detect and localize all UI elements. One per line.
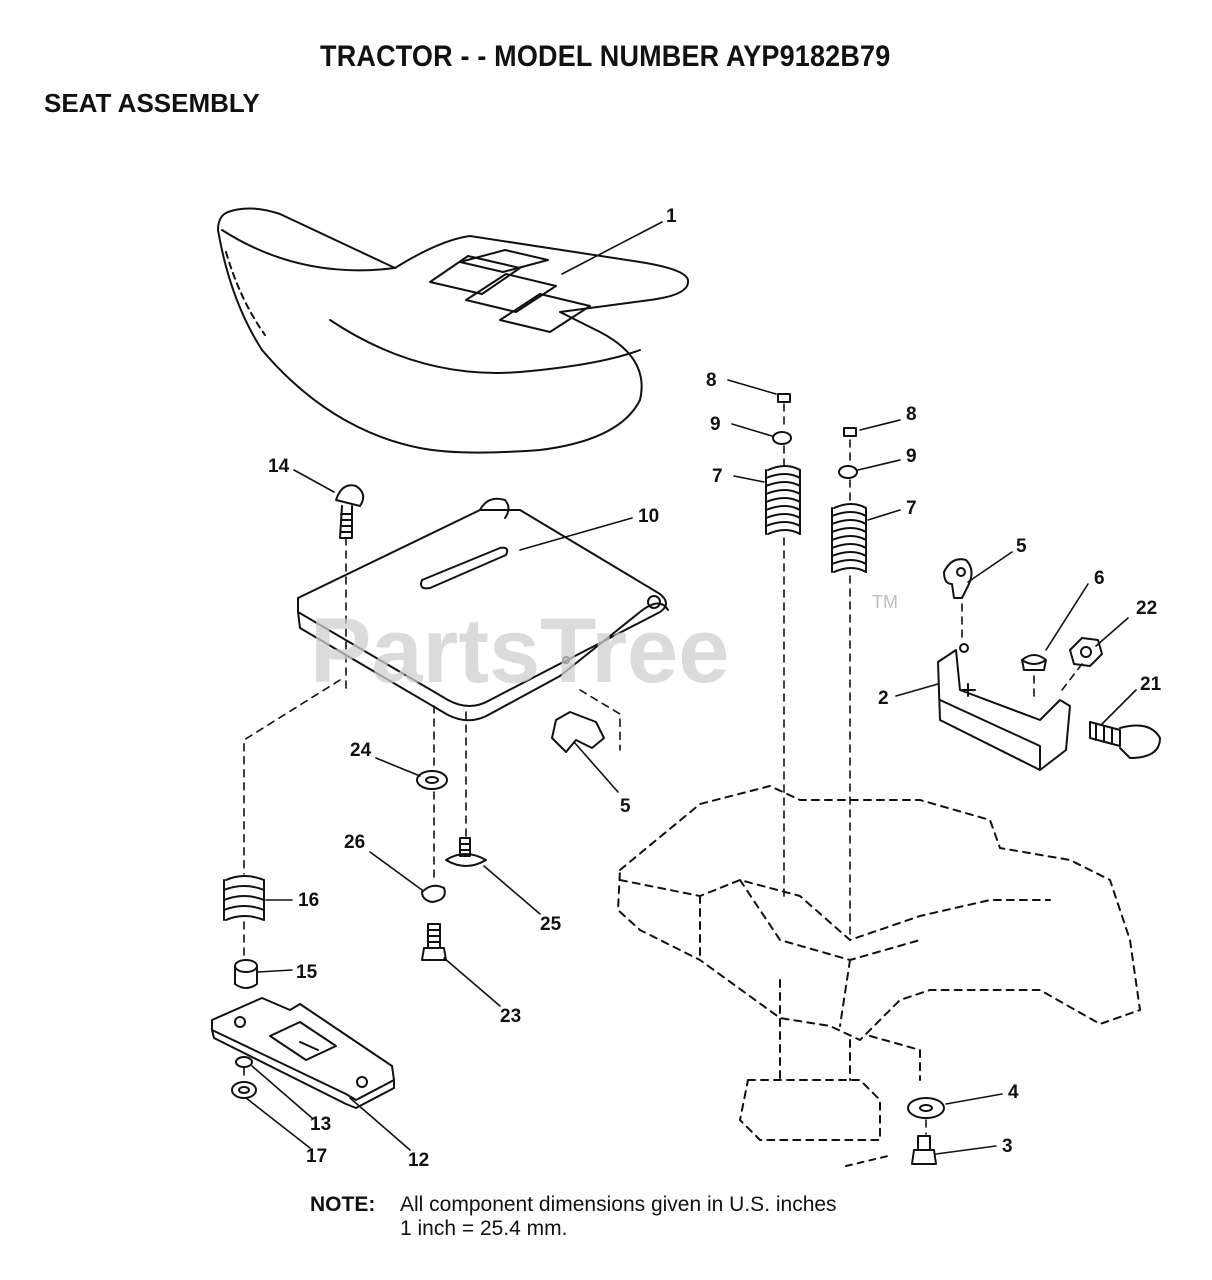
callout-5a: 5 xyxy=(1016,536,1027,557)
callout-22: 22 xyxy=(1136,598,1157,619)
callout-9b: 9 xyxy=(906,446,917,467)
callout-12: 12 xyxy=(408,1150,429,1171)
hex-nut-22 xyxy=(1069,637,1103,667)
seat-bracket-part xyxy=(937,643,1071,771)
callout-2: 2 xyxy=(878,688,889,709)
callout-16: 16 xyxy=(298,890,319,911)
washer-24 xyxy=(416,770,448,790)
callout-7a: 7 xyxy=(712,466,723,487)
washer-9-left xyxy=(772,431,792,445)
lockwasher-26 xyxy=(421,884,446,903)
washer-9-right xyxy=(838,465,858,479)
callout-1: 1 xyxy=(666,206,677,227)
section-title: SEAT ASSEMBLY xyxy=(44,88,260,118)
washer-4 xyxy=(907,1097,945,1119)
latch-part-lower xyxy=(551,711,605,753)
spring-16 xyxy=(223,875,265,921)
watermark-text: PartsTree xyxy=(310,600,729,702)
knob-bolt-21 xyxy=(1089,721,1161,759)
callout-6: 6 xyxy=(1094,568,1105,589)
callout-8b: 8 xyxy=(906,404,917,425)
carriage-bolt-part xyxy=(335,484,365,539)
callout-9a: 9 xyxy=(710,414,721,435)
callout-7b: 7 xyxy=(906,498,917,519)
callout-17: 17 xyxy=(306,1146,327,1167)
callout-3: 3 xyxy=(1002,1136,1013,1157)
callout-4: 4 xyxy=(1008,1082,1019,1103)
note-line-2: 1 inch = 25.4 mm. xyxy=(400,1217,568,1240)
screw-3 xyxy=(911,1135,937,1165)
screw-8-left xyxy=(777,393,791,403)
spring-right-part xyxy=(831,503,867,573)
flange-nut-17 xyxy=(231,1081,257,1099)
lock-nut-13 xyxy=(235,1056,253,1068)
note-label: NOTE: xyxy=(310,1193,376,1216)
callout-25: 25 xyxy=(540,914,562,935)
callout-21: 21 xyxy=(1140,674,1162,695)
seat-pan-part xyxy=(297,497,669,722)
mounting-plate-12 xyxy=(211,997,395,1109)
screw-8-right xyxy=(843,427,857,437)
hex-bolt-6 xyxy=(1021,654,1047,671)
callout-14: 14 xyxy=(268,456,290,477)
callout-15: 15 xyxy=(296,962,318,983)
callout-24: 24 xyxy=(350,740,372,761)
spring-left-part xyxy=(765,465,801,535)
latch-part-upper xyxy=(943,558,973,599)
seat-part xyxy=(217,207,689,454)
callout-23: 23 xyxy=(500,1006,521,1027)
hex-bolt-23 xyxy=(421,923,447,961)
tractor-frame-dashed xyxy=(617,785,1141,1141)
callout-5b: 5 xyxy=(620,796,631,817)
callout-26: 26 xyxy=(344,832,365,853)
callout-13: 13 xyxy=(310,1114,331,1135)
page-title: TRACTOR - - MODEL NUMBER AYP9182B79 xyxy=(320,40,891,73)
spacer-15 xyxy=(234,959,258,989)
watermark-tm: TM xyxy=(872,592,898,612)
callout-labels: 1 8 8 9 9 7 7 14 10 5 6 22 2 21 5 24 26 … xyxy=(268,206,1162,1171)
callout-10: 10 xyxy=(638,506,659,527)
note-line-1: All component dimensions given in U.S. i… xyxy=(400,1193,837,1216)
callout-8a: 8 xyxy=(706,370,717,391)
shoulder-screw-25 xyxy=(445,837,487,867)
